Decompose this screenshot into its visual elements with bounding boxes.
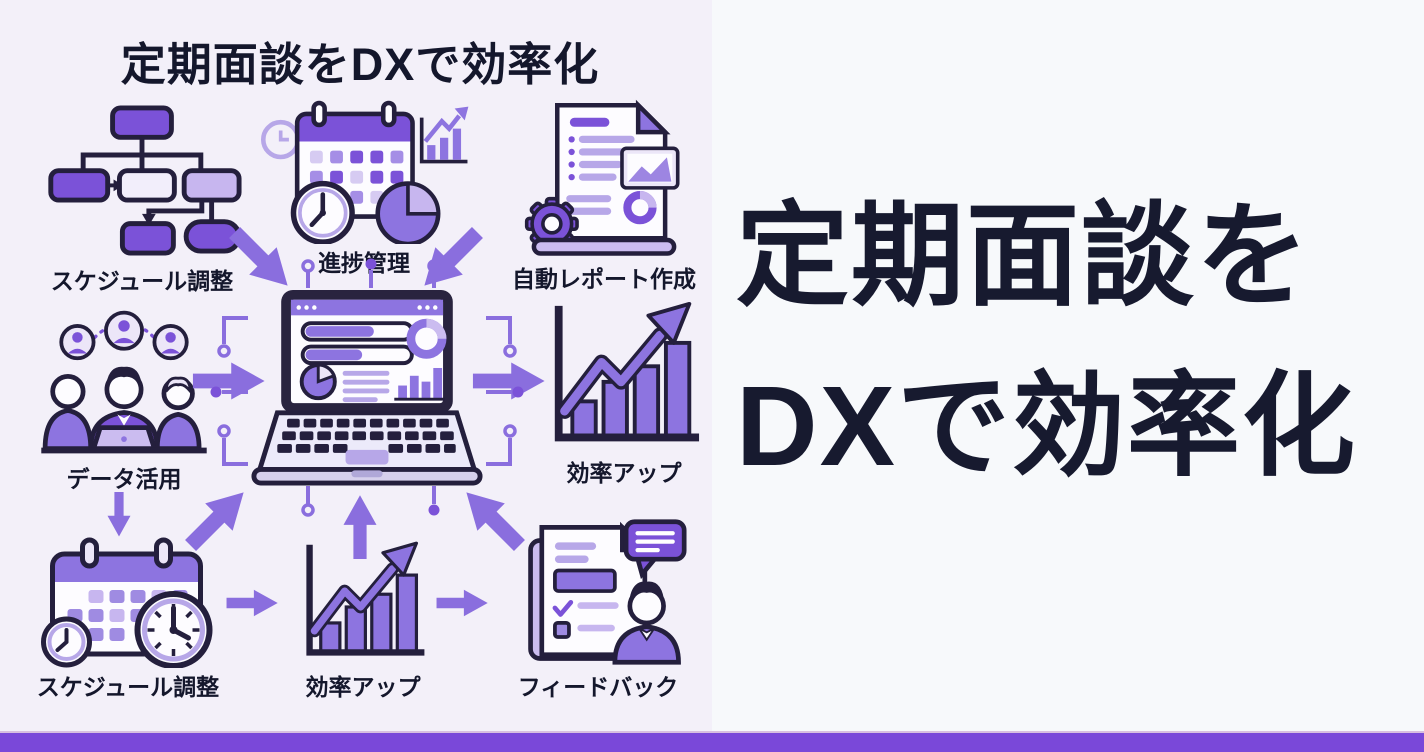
bar-chart-rising-arrow-icon: [554, 301, 700, 442]
bar-chart-icon: [394, 367, 445, 401]
diagram-title: 定期面談をDXで効率化: [120, 39, 600, 90]
calendar-clocks-icon: [41, 537, 213, 668]
text-lines: [342, 370, 390, 403]
node-efficiency-bottom: 効率アップ: [280, 540, 446, 702]
node-report: 自動レポート作成: [502, 98, 706, 294]
arrow-efficiency-to-feedback-icon: [436, 588, 490, 618]
node-label: 効率アップ: [566, 460, 682, 486]
node-label: 効率アップ: [305, 674, 421, 700]
node-schedule-top: スケジュール調整: [33, 104, 251, 296]
bar-chart-rising-arrow-icon: [306, 541, 425, 656]
circuit-traces-right-icon: [484, 312, 528, 472]
node-efficiency-right: 効率アップ: [538, 300, 710, 488]
touchpad: [345, 449, 389, 465]
main-headline: 定期面談を DXで効率化: [736, 172, 1416, 511]
laptop-small-icon: [90, 425, 158, 451]
bottom-accent-bar: [0, 731, 1424, 752]
arrow-into-center-from-bottom-right-icon: [448, 474, 536, 562]
circuit-traces-top-icon: [296, 258, 446, 288]
node-label: フィードバック: [517, 674, 679, 700]
speech-bubble-icon: [623, 519, 687, 580]
node-data-use: データ活用: [26, 306, 222, 494]
arrow-calendar-to-efficiency-icon: [226, 588, 280, 618]
headline-panel: [712, 0, 1424, 752]
node-schedule-bottom: スケジュール調整: [28, 536, 228, 702]
pie-chart-icon: [375, 181, 441, 244]
node-label: スケジュール調整: [36, 674, 220, 700]
person-right: [154, 376, 202, 451]
arrow-into-center-from-bottom-left-icon: [174, 474, 262, 562]
checklist-person-speech-icon: [528, 519, 687, 665]
donut-chart-icon: [406, 318, 447, 359]
mini-growth-chart-icon: [419, 106, 469, 164]
laptop-base: [531, 237, 677, 256]
arrow-data-to-calendar-icon: [104, 492, 134, 538]
node-center-laptop: [250, 288, 484, 486]
chart-card-icon: [620, 146, 680, 190]
pie-chart-icon: [299, 363, 337, 401]
node-feedback: フィードバック: [494, 518, 702, 702]
dashboard-laptop-icon: [251, 289, 483, 486]
arrow-into-center-from-bottom-icon: [339, 493, 381, 559]
progress-bars: [300, 321, 414, 366]
flowchart-icon: [48, 105, 242, 256]
arrow-into-center-from-top-right-icon: [406, 216, 494, 304]
headline-line-2: DXで効率化: [736, 362, 1357, 489]
avatar-network: [59, 310, 189, 361]
arrow-center-to-efficiency-icon: [472, 360, 548, 402]
team-network-icon: [41, 310, 207, 454]
bullet-lines: [568, 135, 635, 181]
arrow-into-center-from-top-left-icon: [218, 216, 306, 304]
calendar-clock-pie-icon: [260, 100, 469, 244]
node-label: データ活用: [66, 466, 182, 492]
node-label: 自動レポート作成: [512, 266, 696, 292]
clock-large-icon: [134, 591, 213, 668]
donut-chart-icon: [623, 191, 657, 225]
circuit-traces-bottom-icon: [296, 486, 446, 518]
headline-line-1: 定期面談を: [736, 193, 1311, 319]
gear-report-laptop-icon: [524, 99, 680, 256]
node-label: 進捗管理: [318, 250, 410, 276]
clock-small-icon: [41, 616, 92, 668]
circuit-traces-left-icon: [206, 312, 250, 472]
node-progress: 進捗管理: [258, 92, 470, 278]
faded-clock-icon: [260, 119, 301, 160]
node-label: スケジュール調整: [50, 268, 234, 294]
person-left: [42, 373, 94, 451]
analog-clock-icon: [290, 180, 355, 244]
person-icon: [612, 581, 681, 665]
keys: [277, 418, 456, 453]
